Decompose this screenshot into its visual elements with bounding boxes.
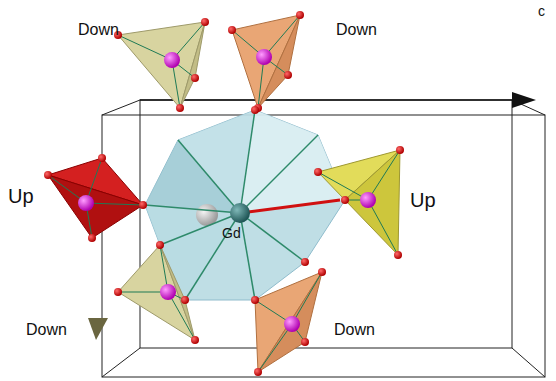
oxygen-atoms [44,11,404,376]
tetrahedron-top-left [118,22,205,108]
tetrahedron-bottom-right [255,272,322,372]
gd-polyhedron [145,110,345,300]
tetrahedron-bottom-left [88,245,195,340]
moment-arrow [240,200,340,213]
spin-label: Down [26,322,67,338]
spin-label: Up [8,186,34,206]
axis-arrowhead [512,92,536,108]
spin-label: Down [334,322,375,338]
atom-label: Gd [222,226,241,240]
spin-label: Down [78,22,119,38]
spin-label: Down [336,22,377,38]
gd-atom [230,203,250,223]
axis-label: c [538,4,545,18]
tetrahedron-top-right [232,15,300,108]
unit-cell [102,100,545,377]
spin-label: Up [410,190,436,210]
axis-line [140,99,512,101]
tetrahedron-left [48,158,143,238]
